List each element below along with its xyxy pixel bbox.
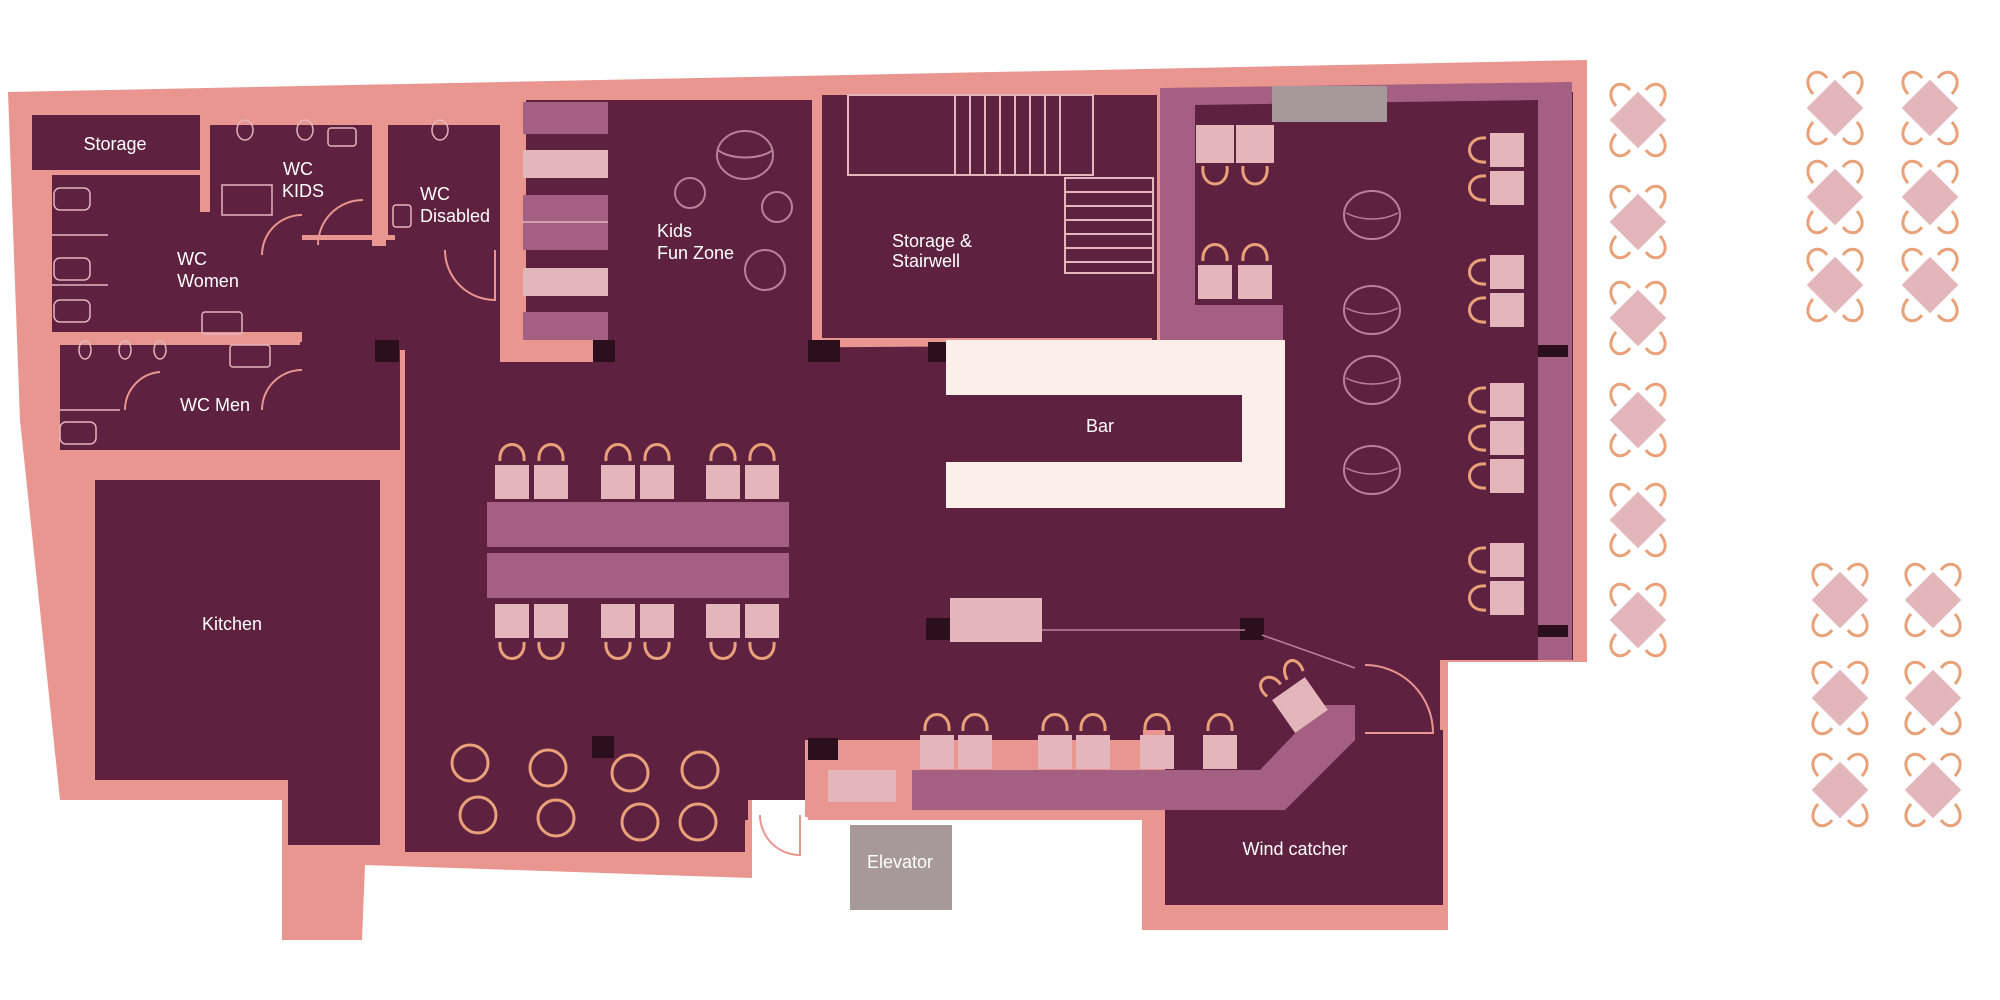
label-kitchen: Kitchen xyxy=(202,614,262,634)
label-kids-zone-1: Kids xyxy=(657,221,692,241)
front-bench xyxy=(912,705,1355,810)
label-wc-men: WC Men xyxy=(180,395,250,415)
label-elevator: Elevator xyxy=(867,852,933,872)
communal-table xyxy=(487,502,789,598)
label-bar: Bar xyxy=(1086,416,1114,436)
label-storage: Storage xyxy=(83,134,146,154)
label-wc-kids-2: KIDS xyxy=(282,181,324,201)
label-wc-disabled-2: Disabled xyxy=(420,206,490,226)
service-station xyxy=(950,598,1356,669)
label-kids-zone-2: Fun Zone xyxy=(657,243,734,263)
stairs xyxy=(847,94,1154,274)
label-wc-kids-1: WC xyxy=(283,159,313,179)
kids-play-items xyxy=(674,130,793,291)
bar-counter xyxy=(946,340,1285,508)
elevator xyxy=(850,825,952,910)
bar-area-chairs xyxy=(1196,125,1526,617)
kids-benches xyxy=(523,102,608,340)
front-chairs xyxy=(918,659,1328,771)
entry-stool xyxy=(828,770,896,802)
label-wc-disabled-1: WC xyxy=(420,184,450,204)
doors xyxy=(123,199,1435,917)
outdoor-tables xyxy=(1608,70,1963,828)
label-stairwell-2: Stairwell xyxy=(892,251,960,271)
label-wc-women-2: Women xyxy=(177,271,239,291)
label-stairwell-1: Storage & xyxy=(892,231,972,251)
pillars xyxy=(375,340,1264,760)
label-wc-women-1: WC xyxy=(177,249,207,269)
wc-fixtures xyxy=(52,119,449,445)
banquettes xyxy=(1160,82,1572,660)
room-labels: Storage WC KIDS WC Disabled WC Women WC … xyxy=(83,134,1347,872)
label-wind-catcher: Wind catcher xyxy=(1242,839,1347,859)
floor-areas xyxy=(32,92,1573,905)
